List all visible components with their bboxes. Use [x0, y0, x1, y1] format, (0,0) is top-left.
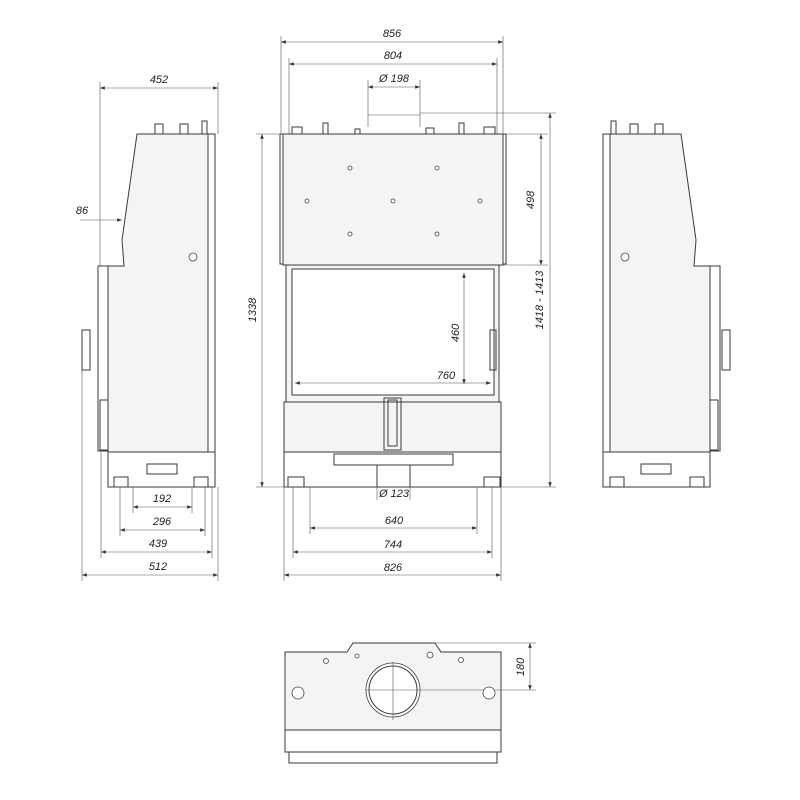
lower-panel — [283, 401, 502, 453]
top-fittings — [291, 114, 496, 135]
dim-192: 192 — [153, 493, 171, 505]
dim-856: 856 — [383, 28, 402, 40]
foot-right — [483, 476, 501, 488]
air-inlet — [376, 464, 411, 488]
dim-744: 744 — [384, 539, 402, 551]
dim-452: 452 — [150, 74, 168, 86]
side-handle — [81, 329, 91, 371]
dim-640: 640 — [385, 515, 404, 527]
dim-123: Ø 123 — [378, 488, 410, 500]
front-view: 856 804 Ø 198 498 1418 - 1413 1338 460 7… — [247, 28, 556, 581]
dim-180: 180 — [515, 657, 527, 676]
side-view-left: 452 86 192 296 439 512 — [76, 74, 219, 581]
dim-86: 86 — [76, 205, 89, 217]
glass — [291, 268, 495, 396]
dim-439: 439 — [149, 538, 167, 550]
dim-1418-1413: 1418 - 1413 — [534, 270, 546, 330]
dim-804: 804 — [384, 50, 402, 62]
door-handle — [489, 329, 497, 371]
air-channel — [383, 397, 402, 451]
side-body — [107, 133, 209, 453]
dim-512: 512 — [149, 561, 167, 573]
dim-498: 498 — [525, 190, 537, 209]
top-view: 180 — [284, 642, 536, 764]
foot-left — [287, 476, 305, 488]
dim-826: 826 — [384, 562, 403, 574]
side-view-right — [602, 120, 731, 488]
dim-460: 460 — [450, 323, 462, 342]
dim-760: 760 — [437, 370, 456, 382]
hood-bolts — [304, 165, 483, 237]
dim-296: 296 — [152, 516, 172, 528]
dim-1338: 1338 — [247, 297, 259, 322]
dim-198: Ø 198 — [378, 73, 410, 85]
